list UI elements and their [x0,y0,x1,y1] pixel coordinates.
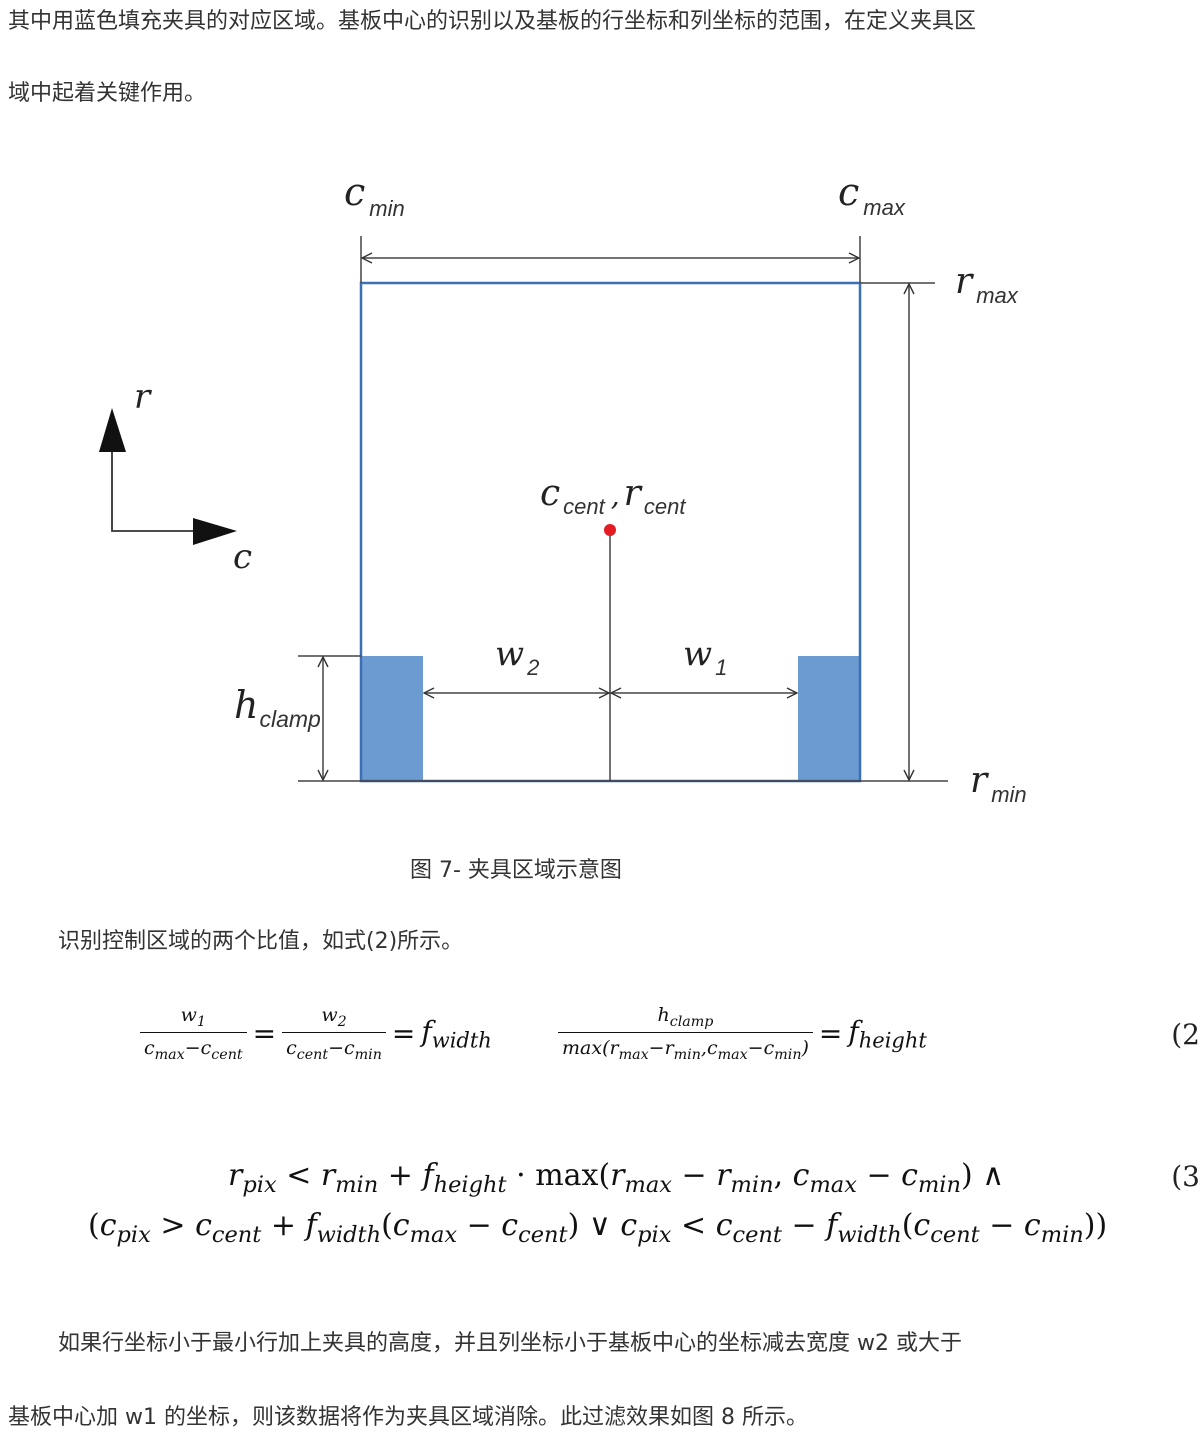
axes-lines [111,452,196,532]
equation-3-number: (3 [1171,1160,1200,1193]
right-clamp-region [798,656,860,781]
c-axis-arrowhead [193,518,237,545]
label-c-axis: c [233,537,252,577]
equation-3-line-2: (cpix > ccent + fwidth(cmax − ccent) ∨ c… [88,1208,1108,1248]
fraction-h-clamp: hclamp max(rmax−rmin,cmax−cmin) [558,1004,813,1063]
paragraph-1-line-1: 其中用蓝色填充夹具的对应区域。基板中心的识别以及基板的行坐标和列坐标的范围，在定… [8,9,977,34]
r-axis-arrowhead [99,408,126,452]
label-h-clamp: hclamp [234,683,321,732]
fraction-w2: w2 ccent−cmin [282,1004,386,1063]
equation-3-line-1: rpix < rmin + fheight · max(rmax − rmin,… [228,1158,1005,1198]
label-r-axis: r [134,377,152,417]
equation-2-number: (2 [1171,1018,1200,1051]
paragraph-3-line-2: 基板中心加 w1 的坐标，则该数据将作为夹具区域消除。此过滤效果如图 8 所示。 [8,1405,808,1430]
left-clamp-region [361,656,423,781]
equation-2: w1 cmax−ccent = w2 ccent−cmin =fwidth hc… [140,1004,1200,1074]
center-point [604,524,616,536]
paragraph-1-line-2: 域中起着关键作用。 [8,81,207,106]
paragraph-2: 识别控制区域的两个比值，如式(2)所示。 [58,929,464,954]
figure-caption: 图 7- 夹具区域示意图 [410,858,622,883]
fraction-w1: w1 cmax−ccent [140,1004,247,1063]
paragraph-3-line-1: 如果行坐标小于最小行加上夹具的高度，并且列坐标小于基板中心的坐标减去宽度 w2 … [58,1331,962,1356]
